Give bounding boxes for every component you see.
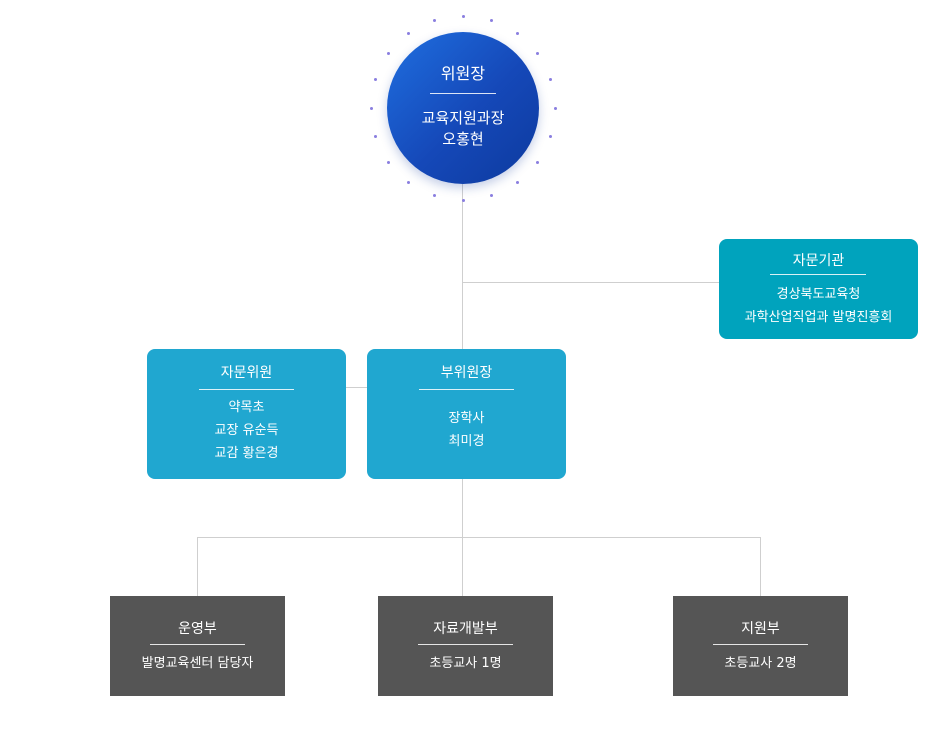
decorative-dot — [407, 180, 411, 184]
advisory-members-line: 교장 유순득 — [214, 423, 279, 438]
decorative-dot — [515, 32, 519, 36]
advisory-members-title: 자문위원 — [220, 365, 273, 381]
chair-line: 교육지원과장 — [421, 109, 505, 127]
vice-chair-node: 부위원장 장학사 최미경 — [367, 349, 566, 479]
decorative-dot — [374, 134, 377, 138]
department-detail: 발명교육센터 담당자 — [141, 656, 254, 671]
decorative-dot — [407, 32, 411, 36]
decorative-dot — [489, 193, 493, 197]
decorative-dot — [535, 52, 539, 56]
department-divider — [713, 644, 808, 645]
advisory-org-line: 경상북도교육청 — [776, 287, 861, 302]
decorative-dot — [374, 78, 377, 82]
department-node-materials: 자료개발부 초등교사 1명 — [378, 596, 553, 696]
advisory-members-line: 약목초 — [228, 400, 265, 415]
advisory-org-line: 과학산업직업과 발명진흥회 — [744, 310, 893, 325]
connector-to-advisory-org — [462, 282, 719, 283]
decorative-dot — [535, 160, 539, 164]
decorative-dot — [461, 198, 465, 202]
connector-to-advisory-members — [346, 387, 367, 388]
connector-chair-down — [462, 184, 463, 349]
decorative-dot — [515, 180, 519, 184]
advisory-members-details: 약목초 교장 유순득 교감 황은경 — [147, 396, 346, 465]
vice-chair-title: 부위원장 — [440, 365, 493, 381]
advisory-org-details: 경상북도교육청 과학산업직업과 발명진흥회 — [719, 283, 918, 329]
connector-to-dept-1 — [197, 537, 198, 596]
department-title: 운영부 — [178, 621, 217, 637]
chair-title: 위원장 — [440, 64, 486, 83]
decorative-dot — [548, 134, 552, 138]
decorative-dot — [433, 193, 437, 197]
chair-details: 교육지원과장 오홍현 — [387, 108, 539, 150]
vice-chair-line: 장학사 — [448, 411, 485, 426]
department-title: 지원부 — [741, 621, 780, 637]
decorative-dot — [387, 52, 391, 56]
connector-to-dept-3 — [760, 537, 761, 596]
department-title: 자료개발부 — [433, 621, 498, 637]
chair-line: 오홍현 — [442, 130, 484, 148]
decorative-dot — [548, 78, 552, 82]
department-divider — [150, 644, 245, 645]
chair-divider — [430, 93, 496, 94]
advisory-members-line: 교감 황은경 — [214, 446, 279, 461]
advisory-org-node: 자문기관 경상북도교육청 과학산업직업과 발명진흥회 — [719, 239, 918, 339]
decorative-dot — [387, 160, 391, 164]
decorative-dot — [369, 106, 373, 110]
advisory-members-divider — [199, 389, 294, 390]
department-detail: 초등교사 1명 — [429, 656, 502, 671]
advisory-org-divider — [770, 274, 866, 275]
vice-chair-details: 장학사 최미경 — [367, 407, 566, 453]
chair-node: 위원장 교육지원과장 오홍현 — [387, 32, 539, 184]
vice-chair-divider — [419, 389, 514, 390]
decorative-dot — [461, 14, 465, 18]
advisory-org-title: 자문기관 — [792, 253, 845, 269]
department-node-support: 지원부 초등교사 2명 — [673, 596, 848, 696]
decorative-dot — [433, 19, 437, 22]
department-detail: 초등교사 2명 — [724, 656, 797, 671]
decorative-dot — [553, 106, 557, 110]
department-node-operations: 운영부 발명교육센터 담당자 — [110, 596, 285, 696]
decorative-dot — [489, 19, 493, 22]
advisory-members-node: 자문위원 약목초 교장 유순득 교감 황은경 — [147, 349, 346, 479]
vice-chair-line: 최미경 — [448, 434, 485, 449]
connector-vice-down — [462, 478, 463, 537]
connector-to-dept-2 — [462, 537, 463, 596]
department-divider — [418, 644, 513, 645]
connector-horizontal-departments — [197, 537, 761, 538]
